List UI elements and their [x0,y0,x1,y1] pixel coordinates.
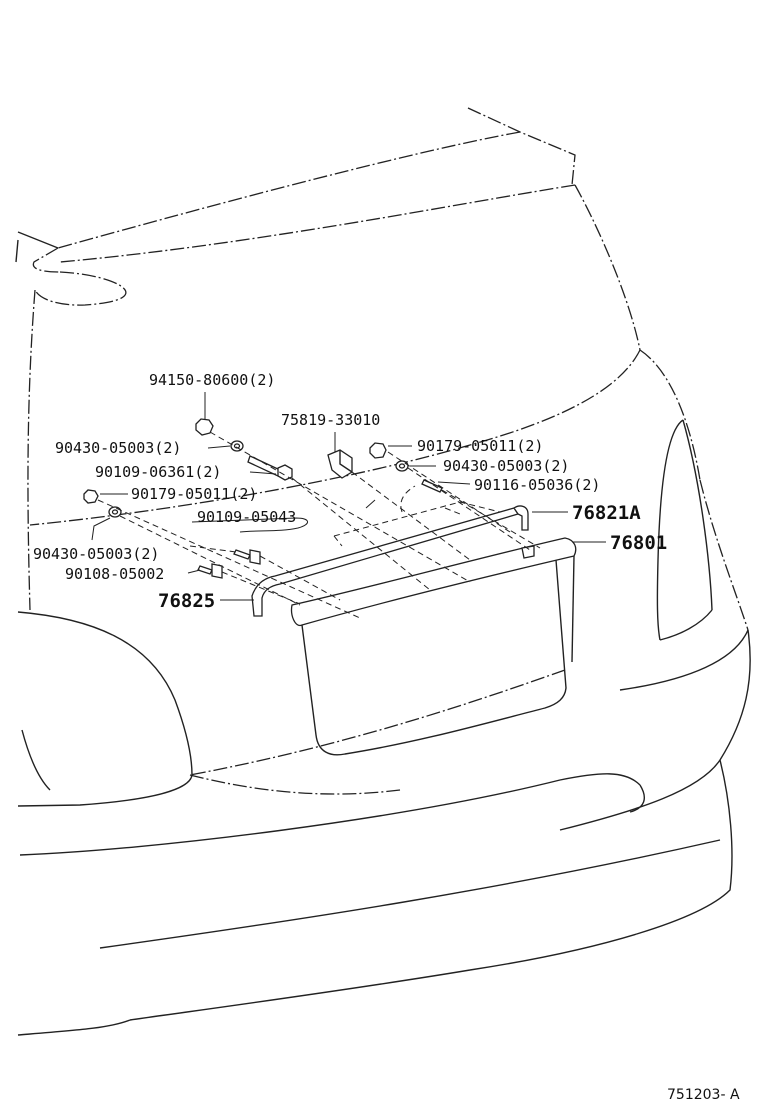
moulding-76825 [251,507,520,617]
screw-90108-icon [197,563,223,579]
label-90109-06361: 90109-06361(2) [95,463,221,481]
label-75819-33010: 75819-33010 [281,411,380,429]
part-labels: 94150-80600(2) 75819-33010 90430-05003(2… [33,371,740,1103]
bolt-90109-06361-icon [247,455,293,481]
leader-lines [91,392,606,601]
nut-94150-icon [195,418,214,436]
label-90108-05002: 90108-05002 [65,565,164,583]
clip-75819-icon [327,449,353,479]
label-90116-05036: 90116-05036(2) [474,476,600,494]
label-90430-05003-a: 90430-05003(2) [55,439,181,457]
washer-90430-left-icon [108,506,122,518]
label-90179-05011-left: 90179-05011(2) [131,485,257,503]
label-90179-05011-right: 90179-05011(2) [417,437,543,455]
moulding-76821A [513,505,529,531]
label-90109-05043: 90109-05043 [197,508,296,526]
washer-90430-right-icon [395,460,409,472]
nut-90179-left-icon [83,489,99,504]
label-94150-80600: 94150-80600(2) [149,371,275,389]
mount-outline-3 [444,507,461,515]
label-76825: 76825 [158,590,215,612]
label-90430-05003-b: 90430-05003(2) [443,457,569,475]
garnish-76801 [290,537,577,756]
nut-90179-right-icon [369,442,387,459]
mount-outline-2 [333,535,343,547]
clip-76801-icon [521,545,535,559]
stud-90116-icon [421,479,443,493]
washer-90430-a-icon [230,440,244,452]
bolt-90109-05043-icon [233,549,261,565]
label-90430-05003-c: 90430-05003(2) [33,545,159,563]
mount-outline-1 [333,501,501,537]
diagram-code: 751203- A [667,1087,740,1103]
assembly-lines [97,431,541,619]
vehicle-body-outline [15,107,751,1036]
label-76821A: 76821A [572,502,641,524]
label-76801: 76801 [610,532,667,554]
